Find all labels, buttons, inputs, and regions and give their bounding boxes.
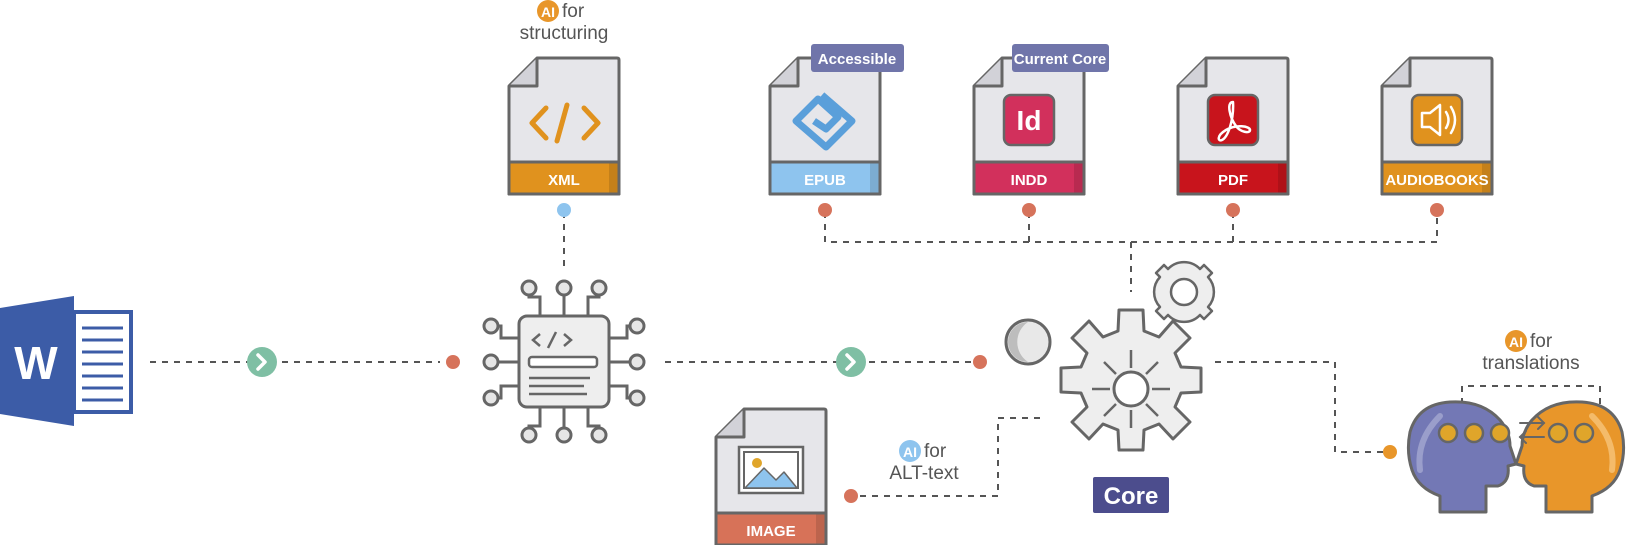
gear-icon — [1059, 308, 1203, 452]
purple-head — [1406, 400, 1518, 514]
image-label: IMAGE — [746, 523, 795, 540]
ai-structuring-line2: structuring — [520, 23, 609, 44]
current-core-tag-text: Current Core — [1014, 51, 1107, 68]
indesign-letters: Id — [1017, 105, 1042, 136]
indd-label: INDD — [1011, 172, 1048, 189]
pdf-label: PDF — [1218, 172, 1248, 189]
exchange-arrows-icon — [1518, 416, 1546, 444]
ai-translations-line2: translations — [1482, 353, 1579, 374]
arrow-circle-1 — [247, 347, 277, 377]
ai-alt-line2: ALT-text — [889, 463, 959, 484]
ai-translations-line1: for — [1530, 331, 1553, 352]
epub-file-icon: EPUB — [768, 56, 882, 196]
speaker-icon — [1420, 103, 1442, 137]
ai-alt-line1: for — [924, 441, 947, 462]
core-label: Core — [1104, 483, 1159, 510]
audiobooks-label: AUDIOBOOKS — [1385, 172, 1488, 189]
dot-epub — [818, 203, 832, 217]
audiobooks-file-icon: AUDIOBOOKS — [1380, 56, 1494, 196]
image-file-icon: IMAGE — [714, 407, 828, 547]
current-core-tag: Current Core — [1012, 44, 1109, 72]
processor-icon — [482, 279, 646, 444]
translation-heads-icon — [1406, 400, 1626, 514]
arrow-circle-2 — [836, 347, 866, 377]
orange-head — [1514, 400, 1626, 514]
ai-badge-text: AI — [1509, 334, 1523, 350]
dot-audio — [1430, 203, 1444, 217]
indesign-icon — [1002, 93, 1056, 147]
ai-badge-text: AI — [541, 4, 555, 20]
pdf-file-icon: PDF — [1176, 56, 1290, 196]
accessible-tag: Accessible — [811, 44, 904, 72]
ai-badge — [899, 440, 921, 462]
indd-file-icon: Id INDD — [972, 56, 1086, 196]
ai-alt-text-annotation: AI for ALT-text — [889, 440, 959, 484]
dot-pdf — [1226, 203, 1240, 217]
word-letter: W — [14, 337, 58, 389]
epub-label: EPUB — [804, 172, 846, 189]
xml-label: XML — [548, 172, 580, 189]
dot-xml — [557, 203, 571, 217]
ai-structuring-line1: for — [562, 1, 585, 22]
heads-bracket-line — [1461, 385, 1601, 404]
dot-image — [844, 489, 858, 503]
moon-icon — [1004, 318, 1052, 366]
dot-translation — [1383, 445, 1397, 459]
connector-dots — [446, 203, 1444, 503]
xml-file-icon: XML — [507, 56, 621, 196]
accessible-tag-text: Accessible — [818, 51, 896, 68]
dot-processor-in — [446, 355, 460, 369]
core-to-image-line — [858, 417, 1040, 497]
ai-badge — [537, 0, 559, 22]
outputs-bus-line — [824, 212, 1438, 243]
ai-badge-text: AI — [903, 444, 917, 460]
chevron-right-icon — [845, 353, 856, 371]
connector-lines — [150, 212, 1601, 497]
acrobat-icon — [1217, 100, 1252, 142]
core-label-box: Core — [1093, 477, 1169, 513]
dot-indd — [1022, 203, 1036, 217]
word-icon: W — [0, 296, 133, 426]
ai-badge — [1505, 330, 1527, 352]
core-to-translation-line — [1215, 361, 1388, 453]
dot-core-in — [973, 355, 987, 369]
ai-structuring-annotation: AI for structuring — [520, 0, 609, 44]
epub-logo-icon — [792, 92, 856, 151]
ai-translations-annotation: AI for translations — [1482, 330, 1580, 374]
sparkle-icon — [1152, 260, 1216, 324]
chevron-right-icon — [256, 353, 267, 371]
